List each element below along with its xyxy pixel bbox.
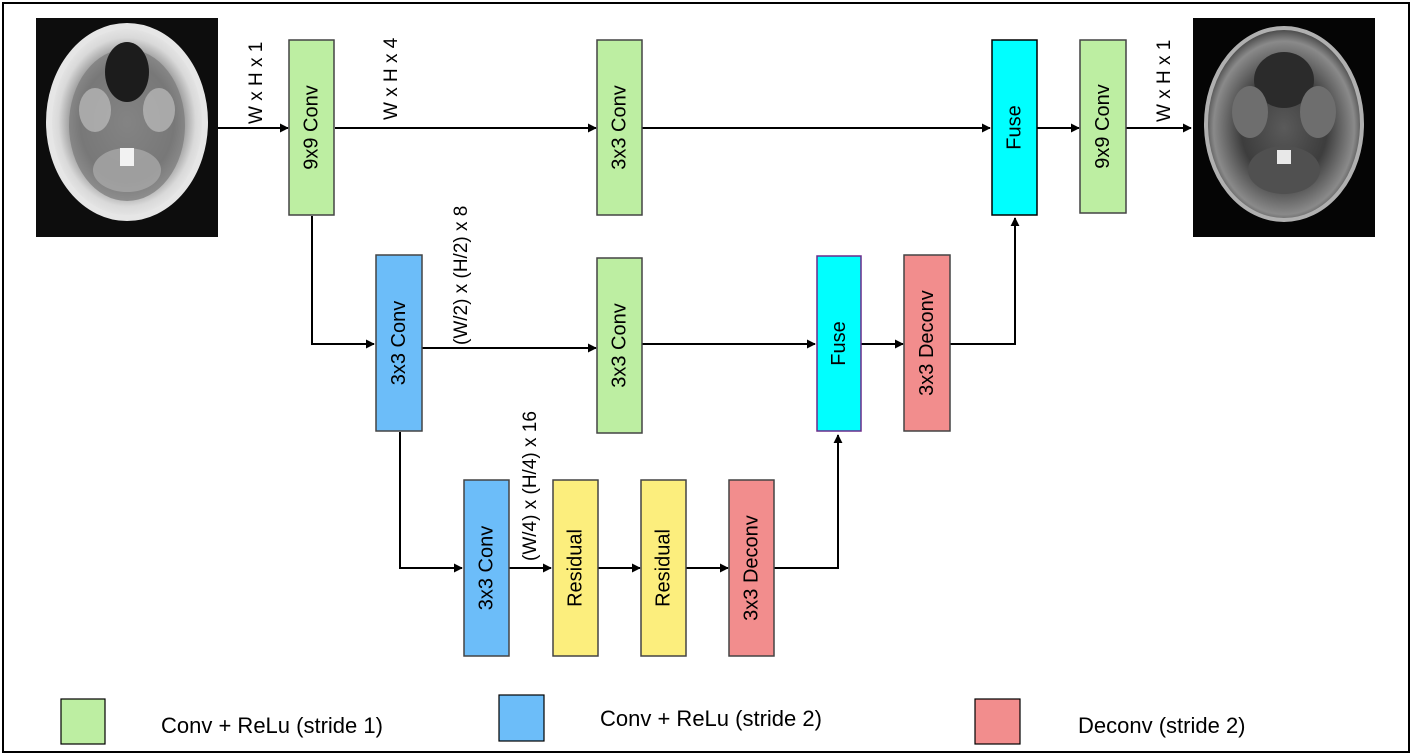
- block-label-conv3-s2-b: 3x3 Conv: [476, 526, 498, 611]
- legend-label-deconv: Deconv (stride 2): [1078, 713, 1246, 738]
- dimension-labels: W x H x 1 W x H x 4 (W/2) x (H/2) x 8 (W…: [246, 37, 1175, 561]
- block-label-conv3-top: 3x3 Conv: [609, 85, 631, 170]
- block-label-residual-2: Residual: [653, 529, 675, 607]
- block-label-residual-1: Residual: [565, 529, 587, 607]
- legend-label-conv-stride2: Conv + ReLu (stride 2): [600, 706, 822, 731]
- legend-item-conv-stride2: Conv + ReLu (stride 2): [498, 694, 822, 742]
- block-label-fuse-mid: Fuse: [828, 321, 850, 365]
- block-label-conv9-out: 9x9 Conv: [1092, 84, 1114, 169]
- block-deconv-mid: 3x3 Deconv: [903, 254, 951, 432]
- block-conv3-s2-a: 3x3 Conv: [375, 254, 423, 432]
- block-rect-deconv-low: [728, 479, 775, 657]
- input-mri-image: [36, 18, 218, 237]
- block-label-fuse-top: Fuse: [1004, 105, 1026, 149]
- arrow-conv9-down-to-conv3-s2: [311, 216, 375, 349]
- legend-item-conv-stride1: Conv + ReLu (stride 1): [60, 698, 383, 745]
- block-label-conv9-in: 9x9 Conv: [301, 85, 323, 170]
- block-rect-residual-2: [640, 479, 687, 657]
- legend-swatch-conv-stride2: [498, 694, 545, 742]
- block-conv9-out: 9x9 Conv: [1079, 39, 1127, 214]
- arrow-deconv-up-to-fuse-mid: [774, 434, 843, 569]
- block-label-deconv-low: 3x3 Deconv: [741, 515, 763, 621]
- block-rect-fuse-top: [991, 39, 1038, 216]
- output-mri-image: [1193, 18, 1375, 237]
- block-rect-fuse-mid: [816, 255, 862, 432]
- block-rect-residual-1: [552, 479, 599, 657]
- block-fuse-mid: Fuse: [816, 255, 862, 432]
- block-conv3-s2-b: 3x3 Conv: [463, 479, 510, 657]
- block-residual-2: Residual: [640, 479, 687, 657]
- block-label-conv3-s2-a: 3x3 Conv: [388, 301, 410, 386]
- block-rect-conv9-out: [1079, 39, 1127, 214]
- dim-label-input: W x H x 1: [246, 42, 267, 124]
- block-rect-conv3-s2-a: [375, 254, 423, 432]
- block-residual-1: Residual: [552, 479, 599, 657]
- arrow-conv3-s2-down-to-conv3-low: [399, 432, 463, 573]
- block-rect-conv9-in: [288, 39, 335, 216]
- block-fuse-top: Fuse: [991, 39, 1038, 216]
- legend: Conv + ReLu (stride 1) Conv + ReLu (stri…: [60, 694, 1246, 745]
- block-conv3-top: 3x3 Conv: [596, 39, 643, 216]
- legend-swatch-deconv: [974, 698, 1021, 745]
- dim-label-level3: (W/4) x (H/4) x 16: [520, 411, 541, 561]
- connectors: [218, 123, 1192, 573]
- dim-label-level1: W x H x 4: [381, 37, 402, 120]
- legend-label-conv-stride1: Conv + ReLu (stride 1): [161, 713, 383, 738]
- block-deconv-low: 3x3 Deconv: [728, 479, 775, 657]
- arrow-deconv-up-to-fuse-top: [950, 217, 1020, 345]
- block-rect-conv3-mid: [596, 257, 643, 434]
- dim-label-level2: (W/2) x (H/2) x 8: [451, 206, 472, 345]
- block-conv9-in: 9x9 Conv: [288, 39, 335, 216]
- block-rect-conv3-top: [596, 39, 643, 216]
- block-rect-conv3-s2-b: [463, 479, 510, 657]
- legend-item-deconv: Deconv (stride 2): [974, 698, 1246, 745]
- block-rect-deconv-mid: [903, 254, 951, 432]
- dim-label-output: W x H x 1: [1154, 40, 1175, 122]
- legend-swatch-conv-stride1: [60, 698, 106, 745]
- block-conv3-mid: 3x3 Conv: [596, 257, 643, 434]
- block-label-deconv-mid: 3x3 Deconv: [916, 290, 938, 396]
- block-label-conv3-mid: 3x3 Conv: [609, 303, 631, 388]
